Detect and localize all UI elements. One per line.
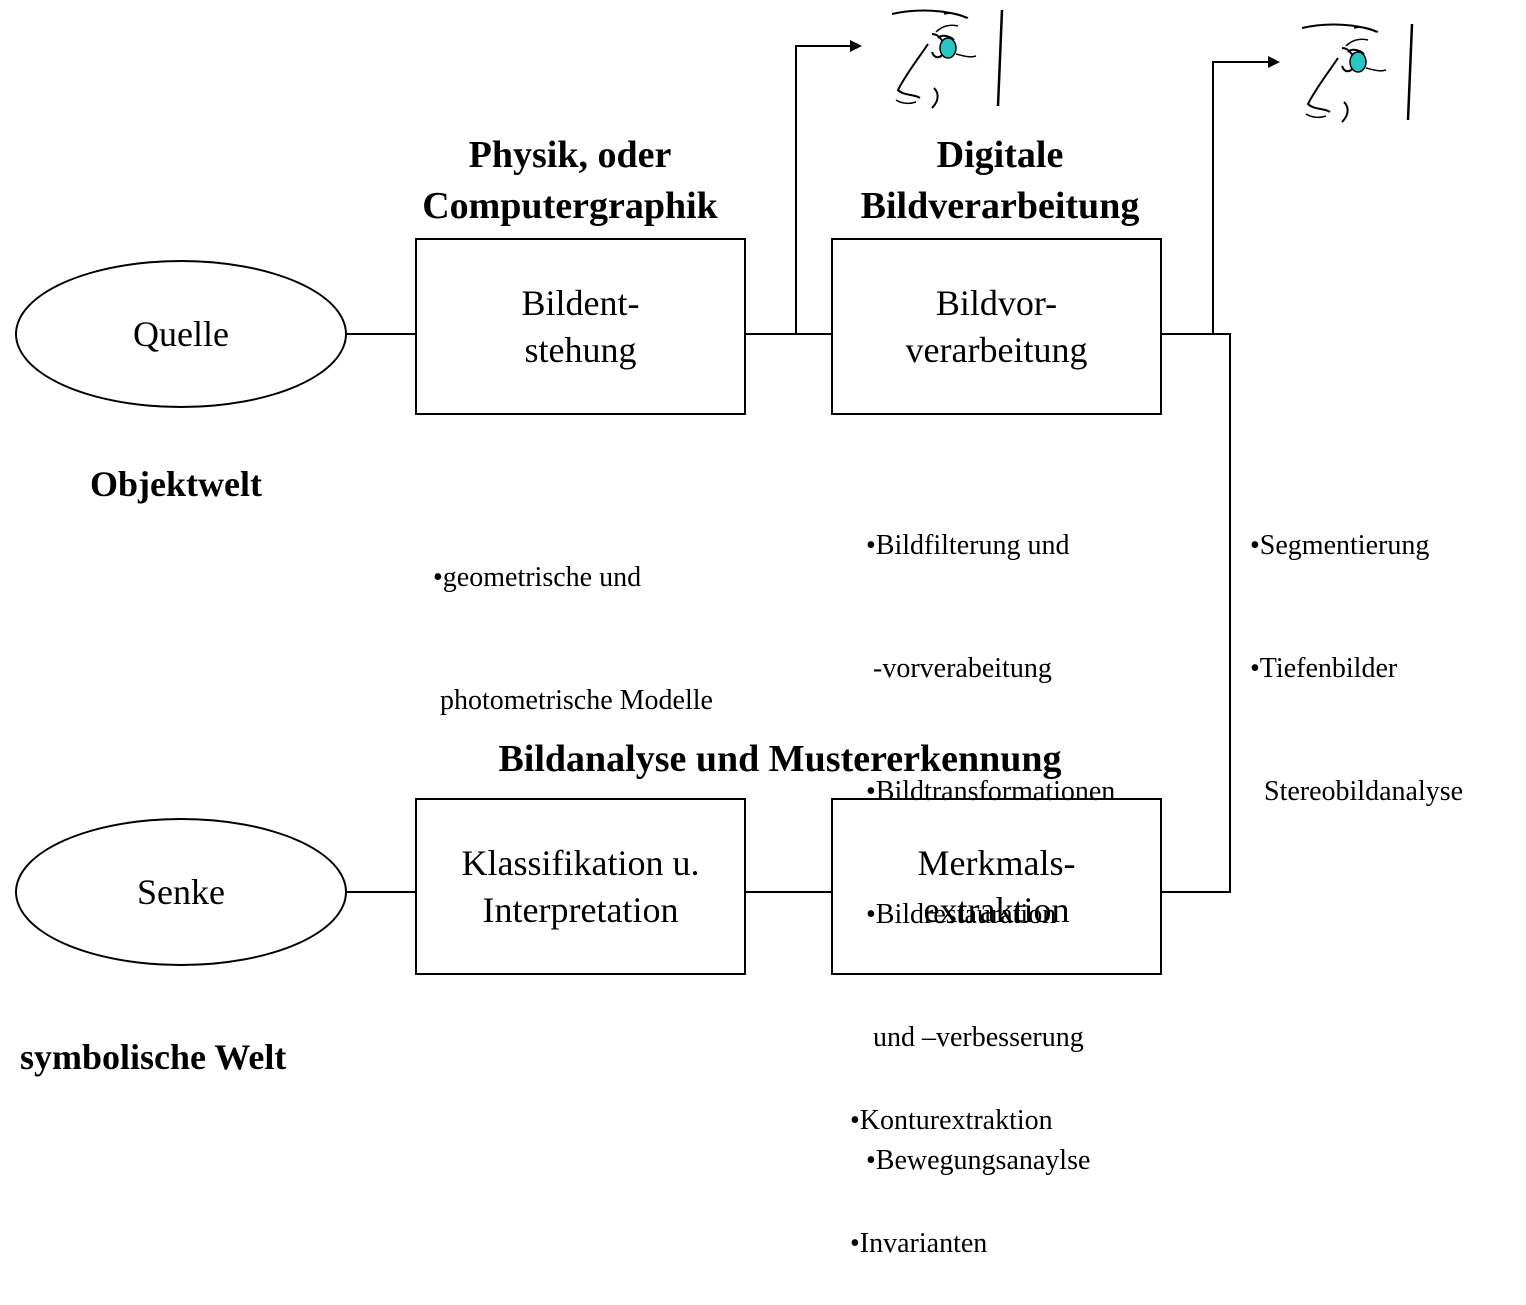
arrow-to-eye-2 bbox=[1212, 56, 1280, 334]
node-merkmalsextraktion: Merkmals- extraktion bbox=[831, 798, 1162, 975]
node-bildentstehung: Bildent- stehung bbox=[415, 238, 746, 415]
bullets-bildentstehung: •geometrische und photometrische Modelle bbox=[433, 475, 713, 762]
node-bildvorverarbeitung: Bildvor- verarbeitung bbox=[831, 238, 1162, 415]
bullet-item: Stereobildanalyse bbox=[1250, 776, 1464, 807]
node-senke-label: Senke bbox=[137, 872, 225, 912]
connector-layer bbox=[345, 40, 1280, 893]
node-klassifikation-line-1: Klassifikation u. bbox=[461, 842, 700, 883]
heading-digitale: Digitale Bildverarbeitung bbox=[820, 130, 1180, 233]
node-merkmalsextraktion-line-1: Merkmals- bbox=[917, 842, 1076, 883]
bullet-item: -vorverabeitung bbox=[866, 653, 1052, 684]
node-klassifikation: Klassifikation u. Interpretation bbox=[415, 798, 746, 975]
bullet-item: •Bildfilterung und bbox=[866, 530, 1070, 561]
bullet-item: •Segmentierung bbox=[1250, 530, 1430, 561]
heading-physik: Physik, oder Computergraphik bbox=[395, 130, 745, 233]
bullet-item: •Bildtransformationen bbox=[866, 776, 1116, 807]
node-bildentstehung-line-2: stehung bbox=[524, 329, 637, 370]
heading-physik-line-2: Computergraphik bbox=[422, 185, 718, 228]
node-senke: Senke bbox=[15, 818, 347, 966]
node-quelle: Quelle bbox=[15, 260, 347, 408]
bullet-item: •Bildrestauration bbox=[866, 899, 1057, 930]
node-quelle-label: Quelle bbox=[133, 314, 229, 354]
heading-digitale-line-2: Bildverarbeitung bbox=[860, 185, 1140, 228]
label-objektwelt: Objektwelt bbox=[90, 464, 262, 504]
heading-digitale-line-1: Digitale bbox=[936, 134, 1064, 176]
node-bildentstehung-line-1: Bildent- bbox=[521, 282, 640, 323]
node-merkmalsextraktion-line-2: extraktion bbox=[923, 889, 1070, 930]
heading-physik-line-1: Physik, oder bbox=[468, 134, 672, 176]
bullet-item: •Invarianten bbox=[850, 1228, 988, 1259]
bullet-item: und –verbesserung bbox=[866, 1022, 1084, 1053]
bullet-item: •Tiefenbilder bbox=[1250, 653, 1398, 684]
heading-bildanalyse-text: Bildanalyse und Mustererkennung bbox=[498, 738, 1062, 780]
node-bildvorverarbeitung-line-1: Bildvor- bbox=[935, 282, 1058, 323]
node-bildvorverarbeitung-line-2: verarbeitung bbox=[905, 329, 1088, 370]
heading-bildanalyse: Bildanalyse und Mustererkennung bbox=[440, 734, 1120, 785]
bullets-segmentierung: •Segmentierung •Tiefenbilder Stereobilda… bbox=[1250, 443, 1463, 853]
eye-face-icon bbox=[891, 9, 1004, 109]
bullet-item: photometrische Modelle bbox=[433, 685, 713, 716]
bullets-merkmale: •Konturextraktion •Invarianten bbox=[850, 1018, 1053, 1305]
bullet-item: •geometrische und bbox=[433, 562, 642, 593]
connector-bildvorverarbeitung-merkmalsextraktion bbox=[1161, 333, 1231, 893]
arrow-to-eye-1 bbox=[795, 40, 862, 334]
node-klassifikation-line-2: Interpretation bbox=[482, 889, 679, 930]
eye-face-icon bbox=[1301, 23, 1414, 123]
bullets-bildverarbeitung: •Bildfilterung und -vorverabeitung •Bild… bbox=[866, 443, 1115, 1222]
bullet-item: •Konturextraktion bbox=[850, 1105, 1053, 1136]
label-symbolische-welt: symbolische Welt bbox=[20, 1037, 287, 1077]
